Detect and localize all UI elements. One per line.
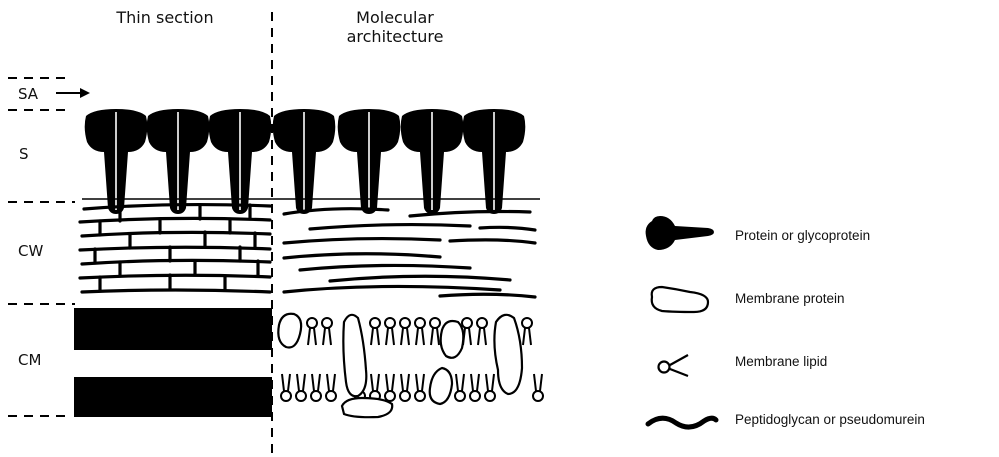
membrane-protein-icon bbox=[652, 287, 708, 312]
sa-arrow-icon bbox=[56, 88, 90, 98]
legend-membrane-lipid-label: Membrane lipid bbox=[735, 354, 827, 370]
membrane-band-bottom bbox=[74, 377, 272, 417]
legend-peptidoglycan-label: Peptidoglycan or pseudomurein bbox=[735, 412, 925, 428]
cell-wall-thin-section bbox=[80, 205, 270, 292]
legend-membrane-protein-label: Membrane protein bbox=[735, 291, 845, 307]
protein-icon bbox=[646, 216, 714, 250]
label-cm: CM bbox=[18, 351, 41, 369]
label-cw: CW bbox=[18, 242, 43, 260]
membrane-lipid-icon bbox=[659, 355, 689, 376]
label-s: S bbox=[19, 145, 29, 163]
header-thin-section: Thin section bbox=[90, 9, 240, 27]
header-molecular: Molecular bbox=[320, 9, 470, 27]
cell-wall-molecular bbox=[284, 209, 535, 297]
label-sa: SA bbox=[18, 85, 38, 103]
peptidoglycan-icon bbox=[648, 418, 716, 427]
header-architecture: architecture bbox=[320, 28, 470, 46]
membrane-band-top bbox=[74, 308, 272, 350]
legend-protein-label: Protein or glycoprotein bbox=[735, 228, 870, 244]
